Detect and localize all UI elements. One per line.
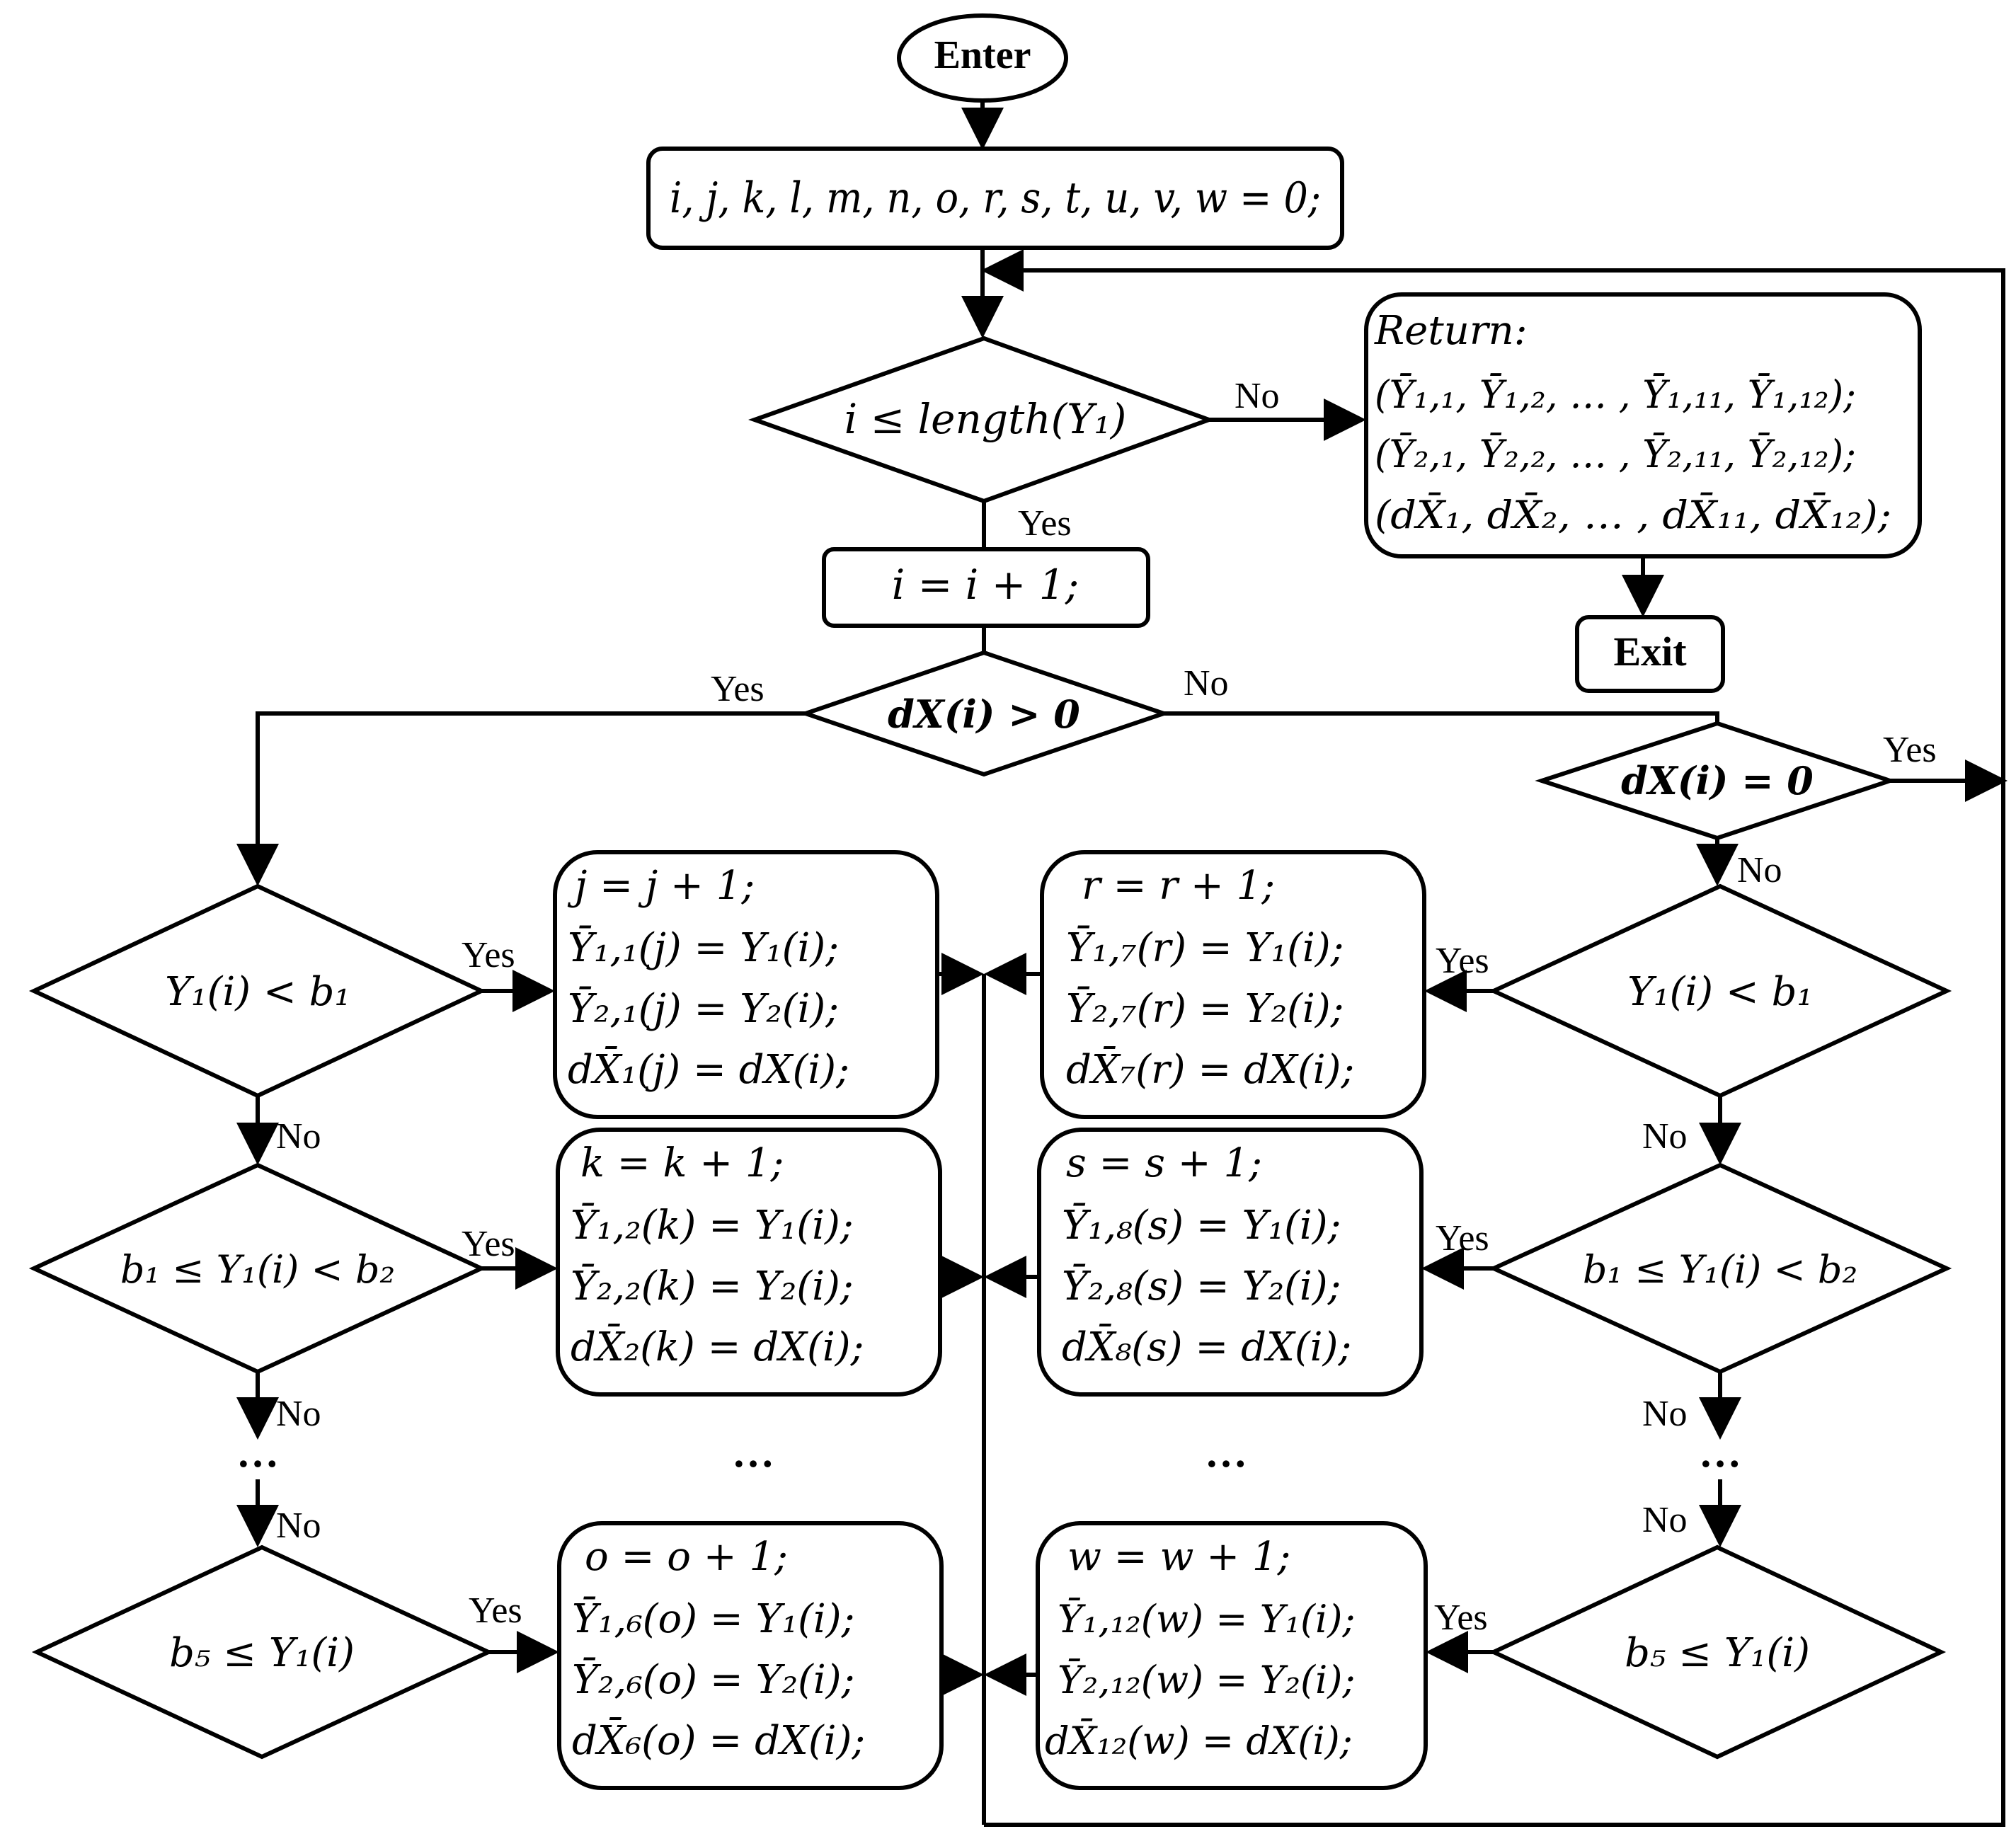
right-condition-label-1: Y₁(i) < b₁ <box>1627 969 1813 1015</box>
left-action-text-1: j = j + 1; Ȳ₁,₁(j) = Y₁(i); Ȳ₂,₁(j) = Y₂… <box>567 863 849 1093</box>
action-line: dX̄₇(r) = dX(i); <box>1066 1045 1354 1093</box>
edge-label-right-yes-3: Yes <box>1434 1598 1488 1638</box>
edge-label-right-no-2: No <box>1642 1394 1688 1434</box>
right-condition-diamond-3 <box>1488 1544 1947 1760</box>
edge-label-zero-no: No <box>1737 850 1782 890</box>
ellipsis-right: … <box>1699 1429 1741 1476</box>
edge-label-sign-no: No <box>1184 663 1229 704</box>
edge-label-left-yes-2: Yes <box>462 1224 515 1264</box>
init-label: i, j, k, l, m, n, o, r, s, t, u, v, w = … <box>670 173 1321 223</box>
action-line: Ȳ₂,₂(k) = Y₂(i); <box>571 1263 854 1309</box>
exit-label: Exit <box>1613 629 1687 675</box>
action-line: dX̄₆(o) = dX(i); <box>572 1716 865 1764</box>
left-condition-label-1: Y₁(i) < b₁ <box>165 969 350 1015</box>
sign-condition-diamond <box>798 650 1171 777</box>
left-condition-label-3: b₅ ≤ Y₁(i) <box>169 1630 355 1676</box>
right-condition-label-3: b₅ ≤ Y₁(i) <box>1625 1630 1810 1676</box>
action-line: Ȳ₂,₆(o) = Y₂(i); <box>572 1657 855 1703</box>
enter-label: Enter <box>934 33 1031 77</box>
return-line-2: (Ȳ₂,₁, Ȳ₂,₂, … , Ȳ₂,₁₁, Ȳ₂,₁₂); <box>1375 432 1856 476</box>
action-line: j = j + 1; <box>567 863 755 909</box>
action-line: o = o + 1; <box>585 1534 788 1580</box>
ellipsis-left: … <box>236 1429 279 1476</box>
edge-label-left-no-3: No <box>276 1506 321 1546</box>
action-line: Ȳ₁,₈(s) = Y₁(i); <box>1062 1203 1341 1249</box>
action-line: dX̄₈(s) = dX(i); <box>1062 1323 1351 1370</box>
edge-label-left-yes-3: Yes <box>469 1590 522 1631</box>
edge-label-right-no-3: No <box>1642 1500 1688 1540</box>
edge-label-right-yes-2: Yes <box>1436 1218 1489 1259</box>
edge-label-sign-yes: Yes <box>711 669 764 709</box>
action-line: Ȳ₂,₈(s) = Y₂(i); <box>1062 1263 1341 1309</box>
action-line: Ȳ₁,₇(r) = Y₁(i); <box>1066 925 1344 971</box>
left-action-text-3: o = o + 1; Ȳ₁,₆(o) = Y₁(i); Ȳ₂,₆(o) = Y₂… <box>572 1534 865 1764</box>
action-line: dX̄₁(j) = dX(i); <box>568 1045 849 1093</box>
action-line: s = s + 1; <box>1066 1140 1262 1186</box>
exit-node <box>1575 615 1725 693</box>
action-line: Ȳ₁,₂(k) = Y₁(i); <box>571 1203 854 1249</box>
right-action-text-1: r = r + 1; Ȳ₁,₇(r) = Y₁(i); Ȳ₂,₇(r) = Y₂… <box>1066 863 1354 1093</box>
action-line: Ȳ₂,₁₂(w) = Y₂(i); <box>1058 1658 1356 1702</box>
action-line: dX̄₁₂(w) = dX(i); <box>1045 1718 1353 1763</box>
right-action-text-2: s = s + 1; Ȳ₁,₈(s) = Y₁(i); Ȳ₂,₈(s) = Y₂… <box>1062 1140 1351 1370</box>
connectors <box>236 101 2008 1827</box>
edge-label-zero-yes: Yes <box>1883 730 1937 770</box>
action-line: k = k + 1; <box>580 1140 784 1186</box>
action-line: Ȳ₁,₁₂(w) = Y₁(i); <box>1058 1597 1356 1641</box>
loop-condition-label: i ≤ length(Y₁) <box>844 395 1127 443</box>
edge-label-loop-no: No <box>1235 376 1280 416</box>
return-line-3: (dX̄₁, dX̄₂, … , dX̄₁₁, dX̄₁₂); <box>1375 492 1891 537</box>
ellipsis-left-box: … <box>732 1429 774 1476</box>
right-condition-label-2: b₁ ≤ Y₁(i) < b₂ <box>1583 1247 1857 1292</box>
edge-label-left-no-1: No <box>276 1116 321 1157</box>
left-action-box-2 <box>556 1128 942 1397</box>
increment-label: i = i + 1; <box>892 561 1079 609</box>
edge-label-right-no-1: No <box>1642 1116 1688 1157</box>
action-line: dX̄₂(k) = dX(i); <box>571 1323 864 1370</box>
action-line: w = w + 1; <box>1067 1534 1290 1580</box>
action-line: Ȳ₂,₇(r) = Y₂(i); <box>1066 986 1344 1032</box>
action-line: Ȳ₁,₁(j) = Y₁(i); <box>568 925 839 971</box>
left-action-text-2: k = k + 1; Ȳ₁,₂(k) = Y₁(i); Ȳ₂,₂(k) = Y₂… <box>571 1140 864 1370</box>
return-title: Return: <box>1374 308 1528 354</box>
zero-condition-label: dX(i) = 0 <box>1621 758 1814 803</box>
edge-label-left-no-2: No <box>276 1394 321 1434</box>
return-line-1: (Ȳ₁,₁, Ȳ₁,₂, … , Ȳ₁,₁₁, Ȳ₁,₁₂); <box>1375 372 1856 417</box>
action-line: Ȳ₂,₁(j) = Y₂(i); <box>568 986 839 1032</box>
left-condition-diamond-3 <box>31 1544 494 1760</box>
left-condition-label-2: b₁ ≤ Y₁(i) < b₂ <box>120 1247 395 1292</box>
edge-label-left-yes-1: Yes <box>462 935 515 975</box>
ellipsis-right-box: … <box>1205 1429 1247 1476</box>
left-action-box-1 <box>553 850 939 1119</box>
edge-label-right-yes-1: Yes <box>1436 941 1489 981</box>
action-line: r = r + 1; <box>1082 863 1275 909</box>
right-action-text-3: w = w + 1; Ȳ₁,₁₂(w) = Y₁(i); Ȳ₂,₁₂(w) = … <box>1045 1534 1356 1763</box>
action-line: Ȳ₁,₆(o) = Y₁(i); <box>572 1596 855 1642</box>
edge-label-loop-yes: Yes <box>1018 503 1072 544</box>
sign-condition-label: dX(i) > 0 <box>888 692 1080 737</box>
